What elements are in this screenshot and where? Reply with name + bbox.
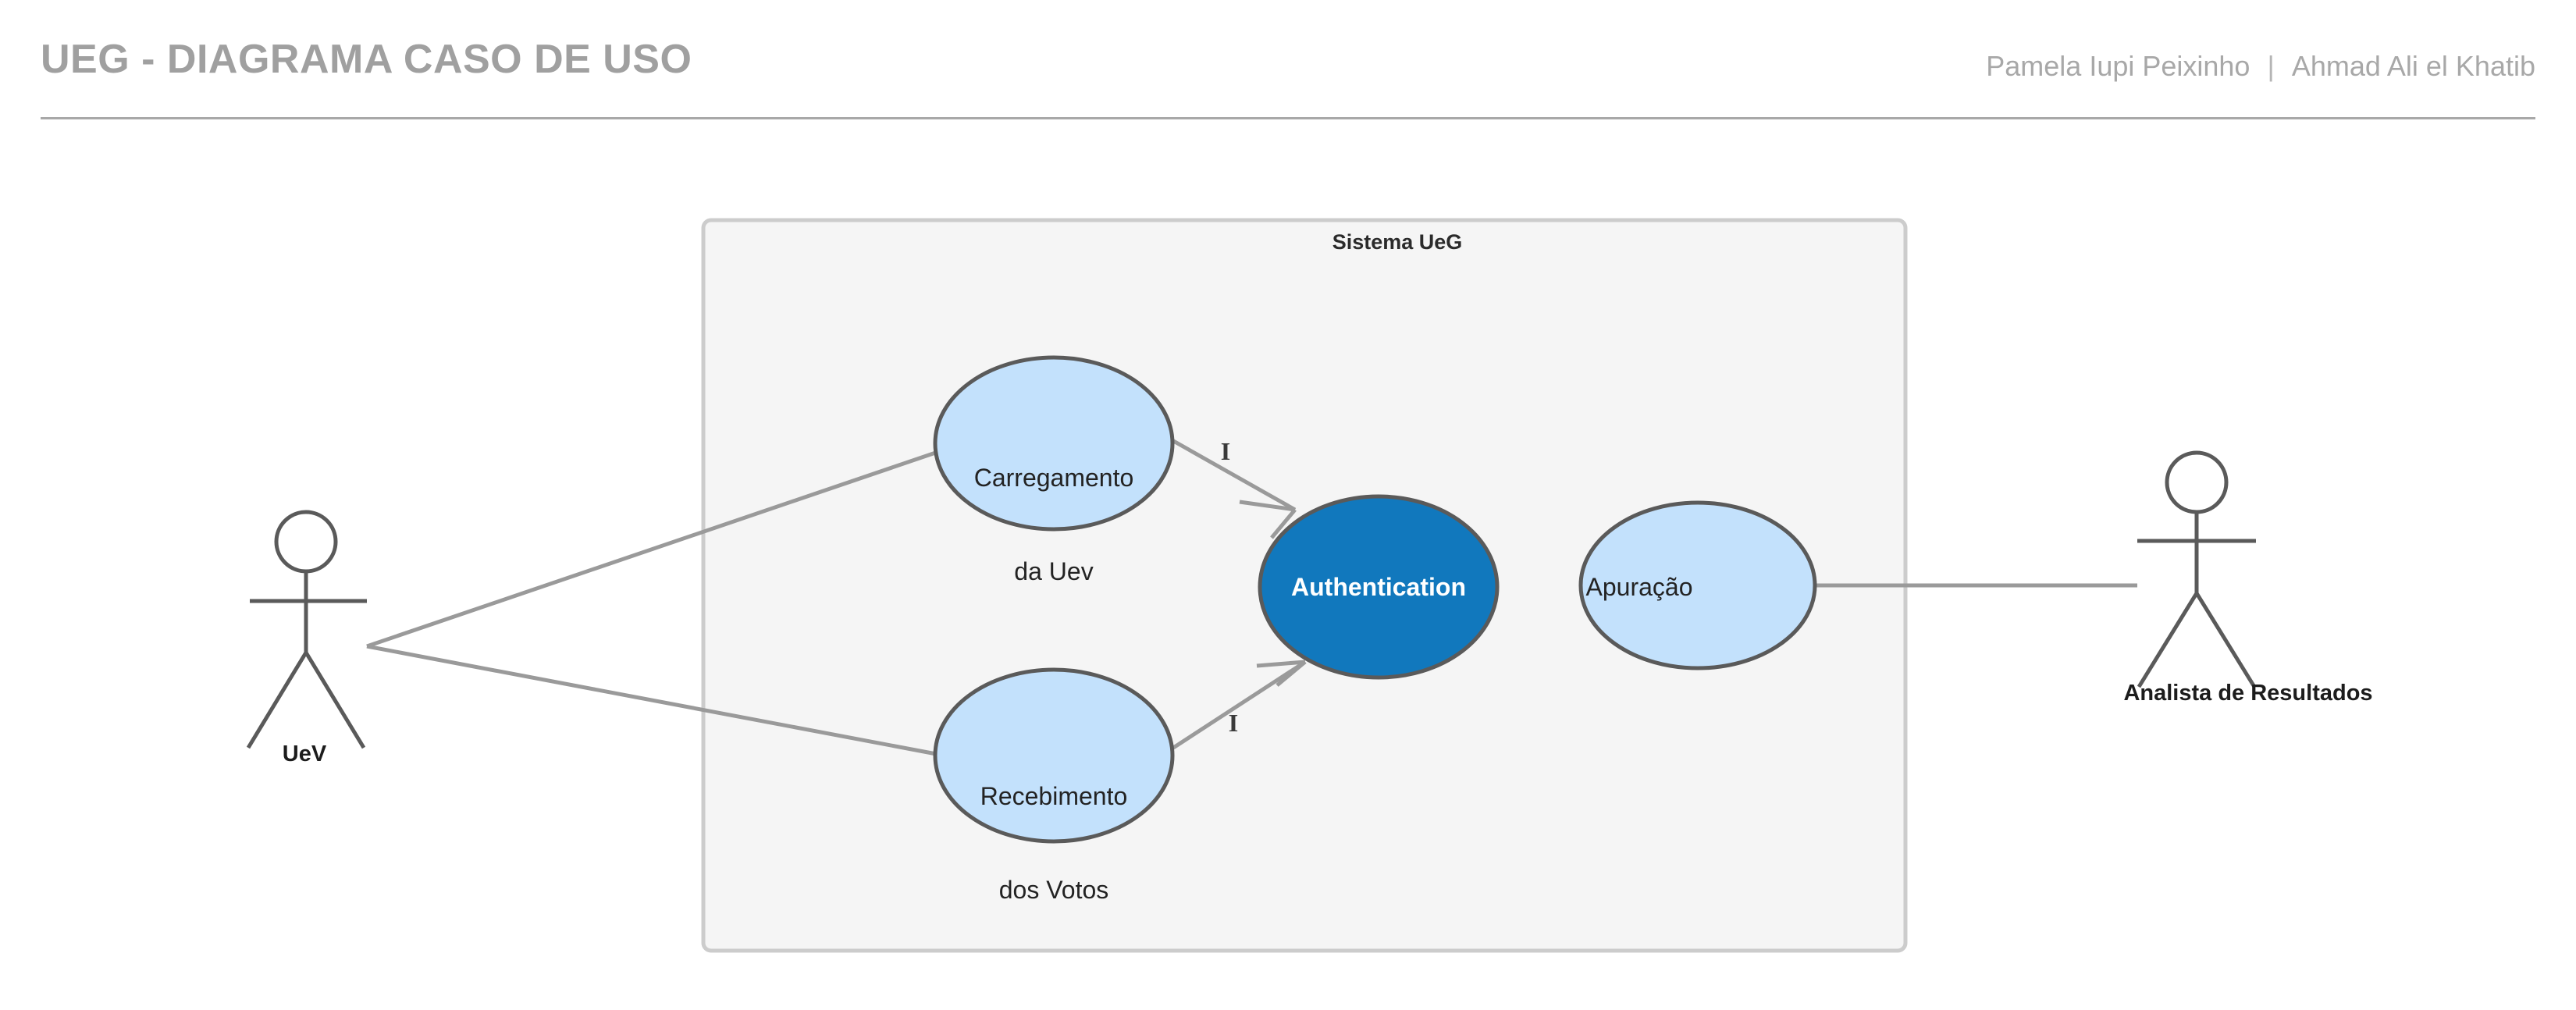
association-uev-recebimento xyxy=(366,644,945,758)
header-divider xyxy=(41,117,2535,119)
actor-analista-de-resultados[interactable] xyxy=(2137,450,2257,688)
author-name-1: Pamela Iupi Peixinho xyxy=(1986,50,2250,82)
actor-uev[interactable] xyxy=(246,510,367,749)
use-case-carregamento-da-uev[interactable] xyxy=(933,355,1175,532)
arrowhead-recebimento-authentication xyxy=(1256,660,1307,687)
actor-uev-leg-left xyxy=(246,651,308,749)
use-case-apuracao[interactable] xyxy=(1578,500,1817,670)
actor-analista-leg-left xyxy=(2137,592,2199,688)
actor-analista-head xyxy=(2165,450,2229,514)
association-uev-carregamento xyxy=(366,444,955,649)
actor-uev-head xyxy=(274,510,338,574)
arrowhead-carregamento-authentication xyxy=(1239,500,1297,539)
use-case-recebimento-dos-votos[interactable] xyxy=(933,667,1175,844)
actor-analista-leg-right xyxy=(2194,592,2257,688)
author-separator: | xyxy=(2267,50,2275,82)
actor-uev-leg-right xyxy=(304,651,366,749)
include-recebimento-authentication xyxy=(1167,660,1307,753)
use-case-authentication[interactable] xyxy=(1258,494,1500,680)
author-name-2: Ahmad Ali el Khatib xyxy=(2291,50,2535,82)
include-carregamento-authentication xyxy=(1155,429,1297,512)
authors-line: Pamela Iupi Peixinho | Ahmad Ali el Khatib xyxy=(1986,50,2535,83)
